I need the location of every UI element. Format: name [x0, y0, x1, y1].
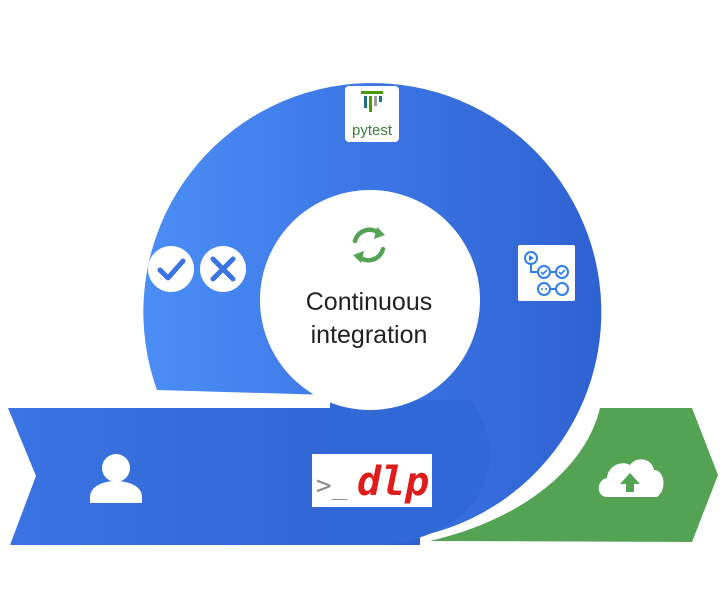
pytest-label: pytest: [352, 122, 393, 139]
dlp-prompt: >_: [316, 471, 348, 501]
person-icon: [90, 454, 142, 503]
center-label-line1: Continuous: [306, 288, 432, 316]
pytest-logo: pytest: [345, 86, 399, 142]
center-circle: [260, 190, 480, 410]
center-label-line2: integration: [311, 321, 428, 349]
check-circle-icon: [148, 246, 194, 292]
cloud-upload-icon: [598, 459, 664, 497]
github-actions-workflow-icon: [518, 245, 575, 301]
dlp-label: dlp: [357, 459, 429, 505]
deploy-arrow-band: [430, 408, 718, 542]
x-circle-icon: [200, 246, 246, 292]
dlp-logo: >_ dlp: [312, 454, 432, 507]
refresh-cycle-icon: [352, 227, 386, 263]
